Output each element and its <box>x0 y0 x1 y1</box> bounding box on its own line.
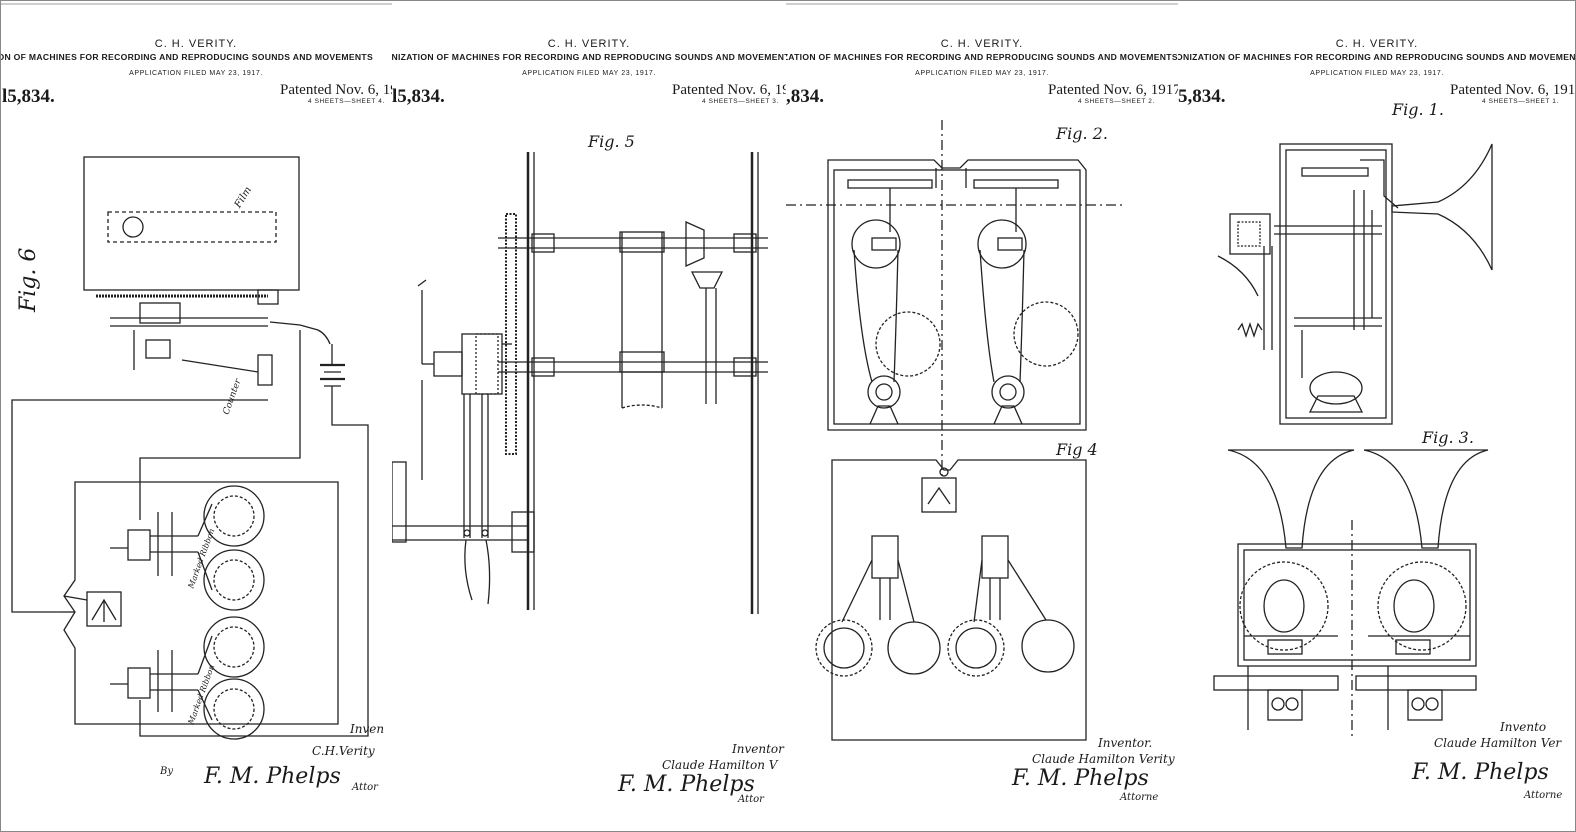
figure-3-label: Fig. 3. <box>1422 428 1474 447</box>
inventor-signature: Claude Hamilton Verity <box>1032 752 1175 766</box>
figure-6-label: Fig. 6 <box>16 248 41 312</box>
attorney-signature: F. M. Phelps <box>1412 760 1549 785</box>
inventor-signature-label: Inventor <box>732 742 784 756</box>
attorney-signature: F. M. Phelps <box>1012 766 1149 791</box>
inventor-signature-label: Inventor. <box>1098 736 1152 750</box>
attorney-label: Attorne <box>1524 790 1562 801</box>
figure-1-label: Fig. 1. <box>1392 100 1444 119</box>
fig1-fig3-drawing <box>1178 0 1576 832</box>
attorney-signature: F. M. Phelps <box>618 772 755 797</box>
patent-sheet-1: C. H. VERITY. ONIZATION OF MACHINES FOR … <box>1178 0 1576 832</box>
by-label: By <box>160 766 173 777</box>
patent-sheet-2: C. H. VERITY. IZATION OF MACHINES FOR RE… <box>786 0 1178 832</box>
attorney-label: Attor <box>738 794 764 805</box>
inventor-signature-label: Inven <box>350 722 384 736</box>
attorney-label: Attor <box>352 782 378 793</box>
figure-2-label: Fig. 2. <box>1056 124 1108 143</box>
attorney-label: Attorne <box>1120 792 1158 803</box>
figure-5-label: Fig. 5 <box>588 132 635 151</box>
figure-4-label: Fig 4 <box>1056 440 1098 459</box>
patent-sheet-3: C. H. VERITY. RONIZATION OF MACHINES FOR… <box>392 0 786 832</box>
inventor-signature: C.H.Verity <box>312 744 375 758</box>
inventor-signature: Claude Hamilton V <box>662 758 777 772</box>
fig5-drawing <box>392 0 786 832</box>
attorney-signature: F. M. Phelps <box>204 764 341 789</box>
patent-sheet-4: C. H. VERITY. IONIZATION OF MACHINES FOR… <box>0 0 392 832</box>
fig2-fig4-drawing <box>786 0 1178 832</box>
inventor-signature-label: Invento <box>1500 720 1546 734</box>
inventor-signature: Claude Hamilton Ver <box>1434 736 1561 750</box>
